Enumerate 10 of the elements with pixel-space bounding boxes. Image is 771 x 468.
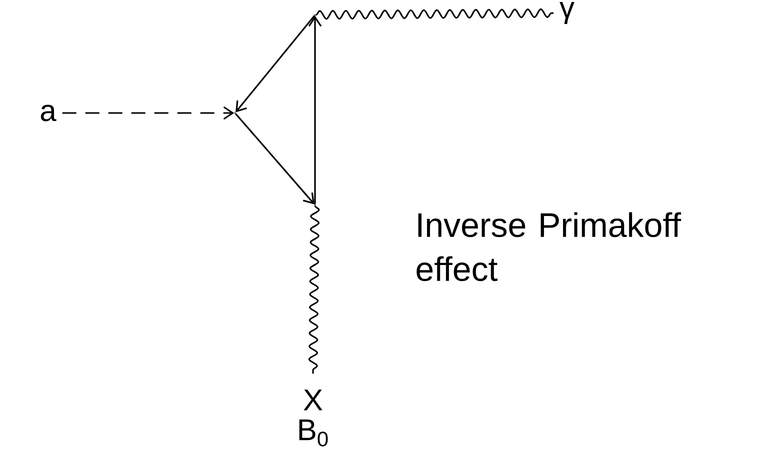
- arrow: [308, 16, 322, 204]
- arrow: [234, 113, 314, 204]
- particle-label: X: [304, 390, 322, 410]
- dashed-arrow: [62, 106, 234, 120]
- wavy-line: [315, 8, 554, 20]
- particle-label: B$_{0}$: [299, 420, 328, 446]
- arrow: [236, 15, 316, 112]
- particle-label: γ: [560, 2, 574, 24]
- caption-text: Inverse Primakoff effect: [416, 212, 682, 282]
- particle-label: a: [40, 104, 56, 122]
